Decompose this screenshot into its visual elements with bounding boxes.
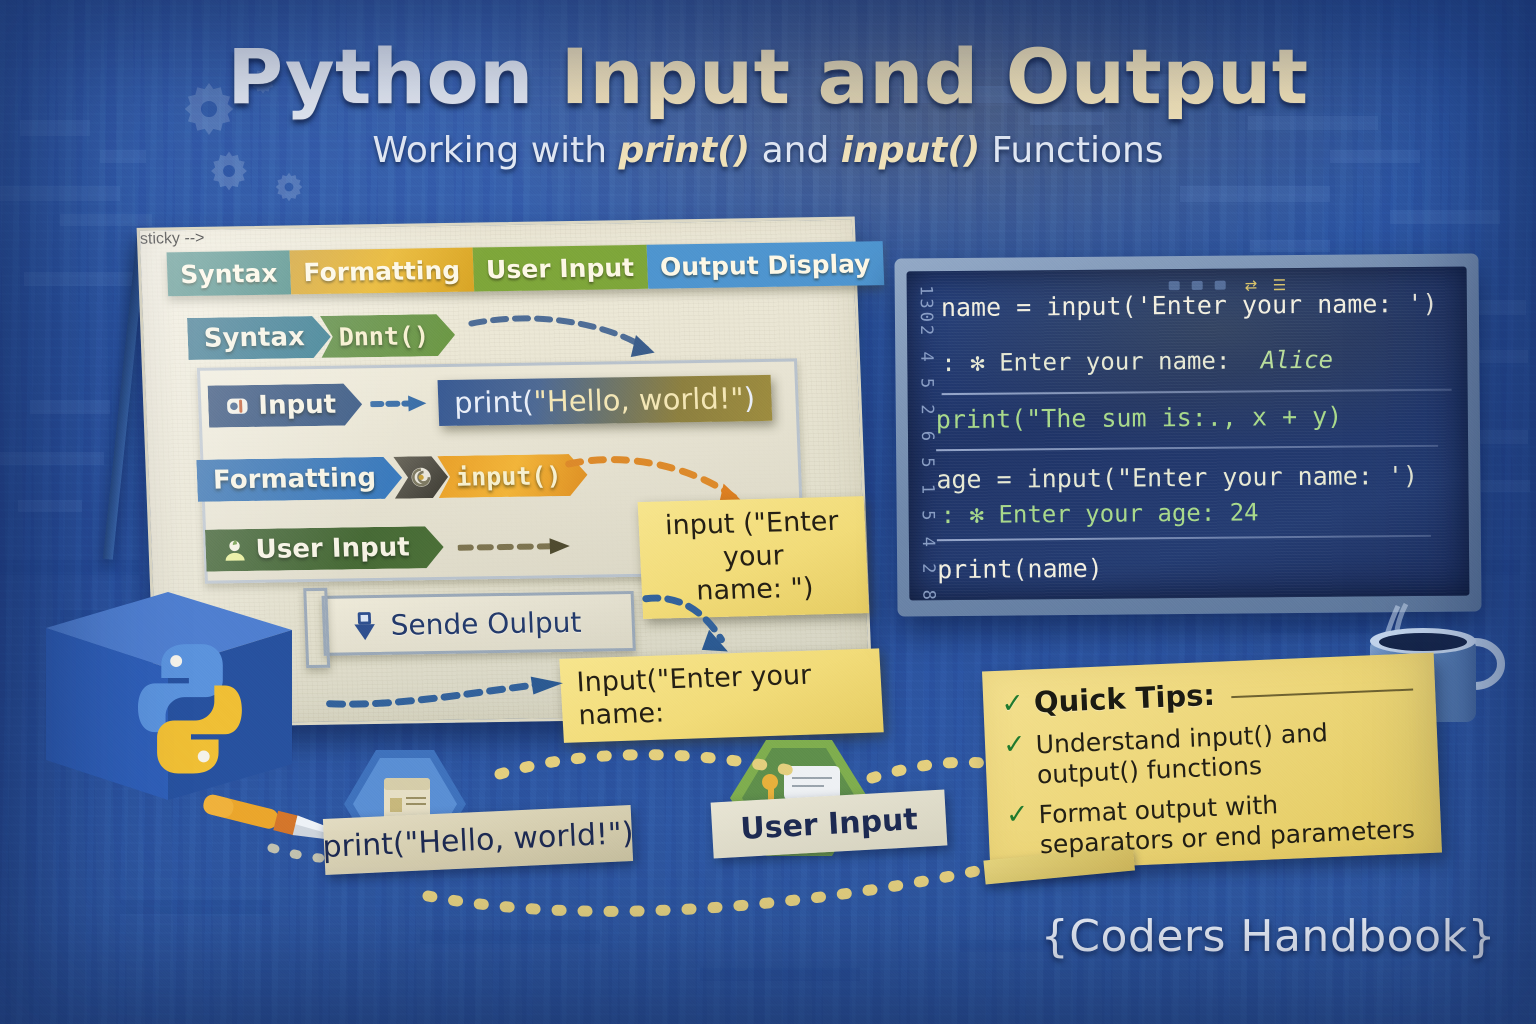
user-icon: [221, 537, 248, 563]
send-output-row[interactable]: Sende Oulput: [350, 606, 582, 643]
title-word-and: and: [817, 32, 978, 121]
subtitle-input: input(): [841, 130, 980, 171]
subtitle-print: print(): [619, 130, 751, 171]
subtitle-mid: and: [750, 130, 841, 171]
diagram-board: Syntax Formatting User Input Output Disp…: [136, 216, 885, 743]
download-icon: [354, 611, 375, 640]
row-user-input: User Input: [205, 524, 574, 572]
chip-icon: [224, 395, 251, 417]
page-subtitle: Working with print() and input() Functio…: [0, 130, 1536, 171]
arrow-send-to-note: [642, 594, 728, 652]
subtitle-post: Functions: [980, 130, 1164, 171]
arrow-userinput-to-note: [457, 538, 570, 555]
pennant-input[interactable]: Input: [208, 383, 363, 427]
swirl-glyph: [408, 464, 435, 490]
row-input: Input print("Hello, world!"): [207, 374, 772, 430]
gear-icon: [275, 172, 303, 202]
gear-icon: [251, 68, 275, 94]
row-formatting: Formatting input(): [196, 454, 588, 502]
arrow-input-to-code: [369, 395, 427, 412]
python-cube: [46, 592, 292, 800]
swirl-icon: [393, 456, 449, 499]
gear-icon: [184, 82, 234, 136]
page-title: Python Input and Output: [0, 38, 1536, 116]
title-word-input: Input: [561, 32, 791, 121]
title-word-python: Python: [227, 32, 533, 121]
title-block: Python Input and Output Working with pri…: [0, 38, 1536, 171]
arrow-syntax-to-code: [468, 315, 655, 358]
arrow-python-to-note: [326, 676, 563, 708]
pen: [203, 794, 330, 840]
pennant-user-input[interactable]: User Input: [205, 526, 444, 572]
gear-icon: [211, 151, 247, 191]
watermark: {Coders Handbook}: [1041, 911, 1496, 962]
title-word-output: Output: [1006, 32, 1309, 121]
subtitle-pre: Working with: [372, 130, 618, 171]
